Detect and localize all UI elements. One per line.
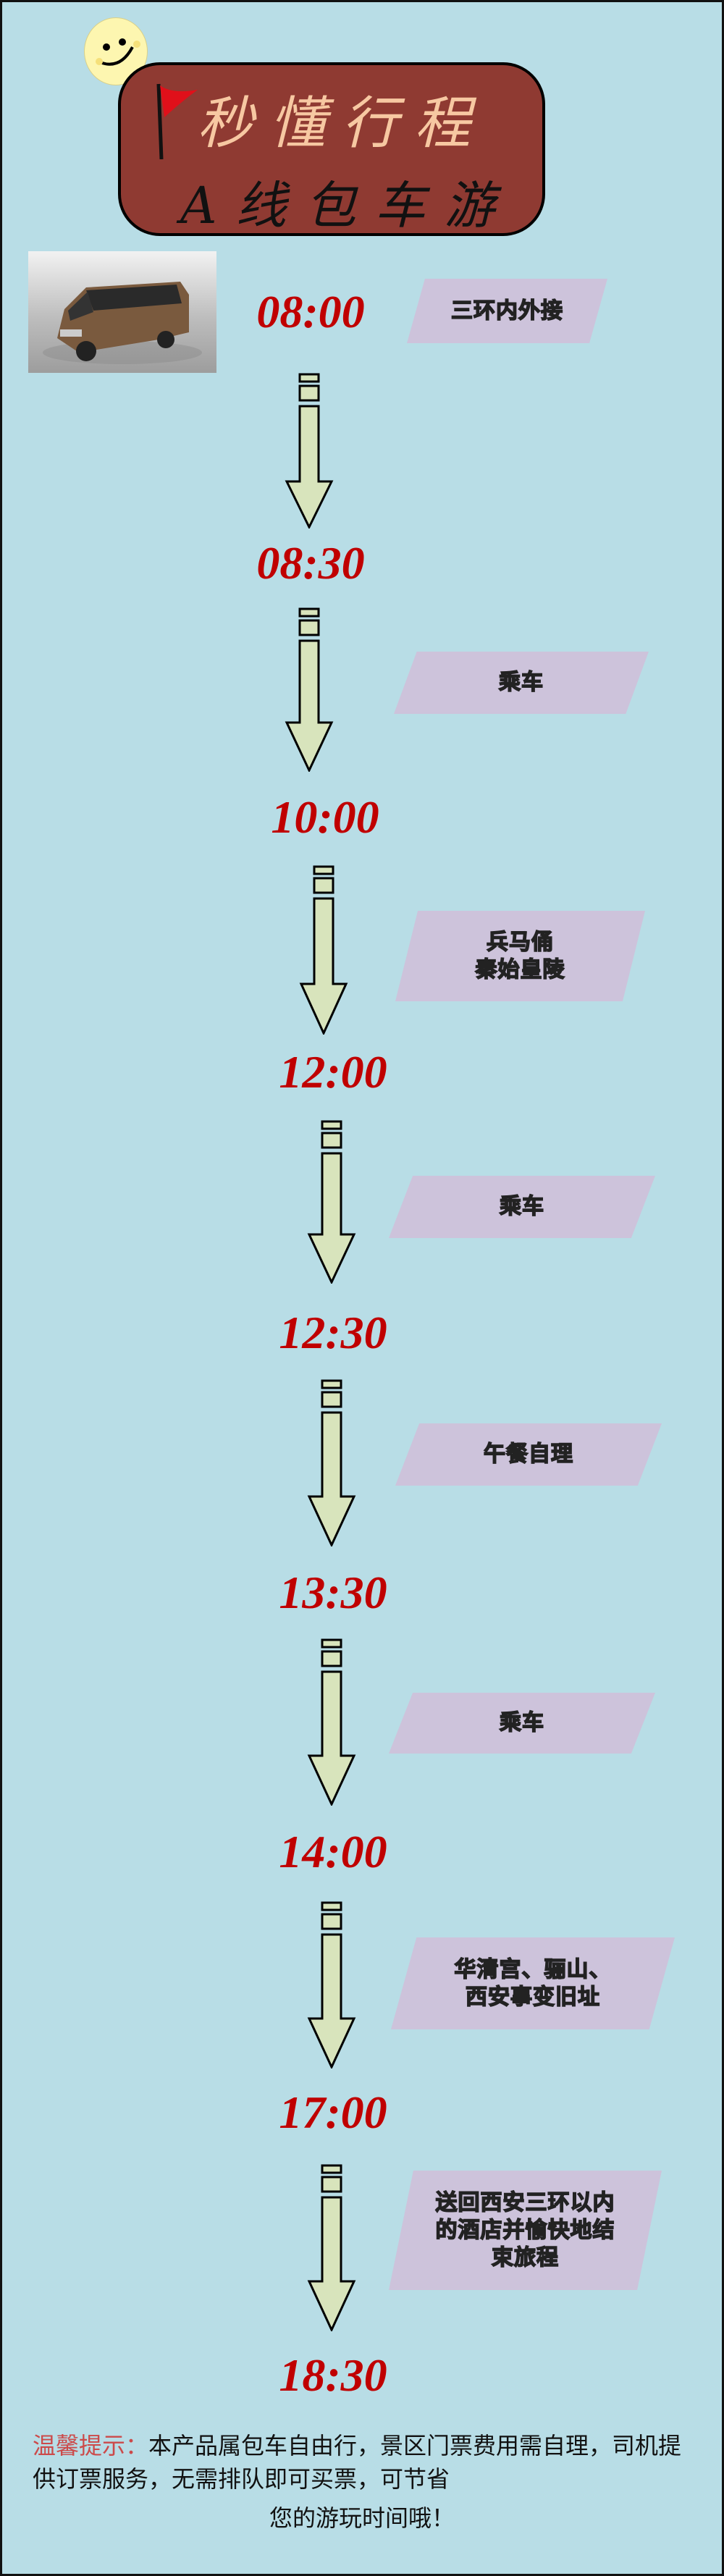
activity-label: 三环内外接	[407, 279, 607, 343]
time-1830: 18:30	[279, 2349, 387, 2401]
time-1000: 10:00	[271, 791, 379, 843]
time-1230: 12:30	[279, 1307, 387, 1358]
activity-text: 华清宫、骊山、西安事变旧址	[454, 1956, 612, 2011]
activity-label: 送回西安三环以内的酒店并愉快地结束旅程	[389, 2171, 662, 2290]
activity-label: 华清宫、骊山、西安事变旧址	[391, 1937, 675, 2029]
activity-text: 送回西安三环以内的酒店并愉快地结束旅程	[435, 2189, 615, 2272]
time-1200: 12:00	[279, 1046, 387, 1098]
activity-line: 秦始皇陵	[475, 956, 565, 983]
activity-label: 乘车	[389, 1176, 655, 1238]
activity-line: 兵马俑	[486, 929, 554, 956]
activity-line: 华清宫、骊山、	[454, 1956, 612, 1983]
van-photo	[28, 251, 216, 373]
activity-label: 午餐自理	[395, 1423, 662, 1486]
activity-label: 乘车	[389, 1693, 655, 1754]
activity-label: 乘车	[394, 652, 649, 714]
time-1700: 17:00	[279, 2087, 387, 2138]
down-arrow-icon	[306, 1901, 357, 2068]
title-banner: 秒懂行程 A线包车游	[118, 62, 545, 236]
activity-line: 的酒店并愉快地结	[435, 2217, 615, 2244]
red-flag-icon	[150, 80, 201, 160]
down-arrow-icon	[306, 1120, 357, 1284]
activity-label: 兵马俑秦始皇陵	[395, 911, 645, 1001]
activity-text: 乘车	[499, 1709, 544, 1736]
down-arrow-icon	[284, 373, 334, 529]
title-line-2: A线包车游	[180, 176, 514, 235]
activity-text: 乘车	[499, 1193, 544, 1220]
activity-line: 束旅程	[491, 2244, 559, 2271]
time-0830: 08:30	[256, 537, 365, 589]
warm-tip: 温馨提示：本产品属包车自由行，景区门票费用需自理，司机提供订票服务，无需排队即可…	[33, 2429, 691, 2535]
activity-text: 乘车	[498, 669, 544, 696]
down-arrow-icon	[306, 1638, 357, 1806]
down-arrow-icon	[306, 1379, 357, 1546]
warm-tip-last-line: 您的游玩时间哦！	[269, 2504, 455, 2532]
warm-tip-text: 本产品属包车自由行，景区门票费用需自理，司机提供订票服务，无需排队即可买票，可节…	[33, 2432, 682, 2493]
activity-line: 西安事变旧址	[465, 1984, 600, 2011]
time-0800: 08:00	[256, 286, 365, 337]
down-arrow-icon	[306, 2164, 357, 2331]
down-arrow-icon	[284, 607, 334, 772]
activity-text: 兵马俑秦始皇陵	[475, 929, 565, 984]
time-1400: 14:00	[279, 1826, 387, 1877]
activity-text: 三环内外接	[450, 298, 563, 324]
activity-text: 午餐自理	[483, 1441, 573, 1468]
time-1330: 13:30	[279, 1567, 387, 1618]
activity-line: 送回西安三环以内	[435, 2189, 615, 2216]
warm-tip-label: 温馨提示：	[33, 2432, 149, 2459]
title-line-1: 秒懂行程	[197, 91, 487, 156]
down-arrow-icon	[298, 865, 349, 1035]
